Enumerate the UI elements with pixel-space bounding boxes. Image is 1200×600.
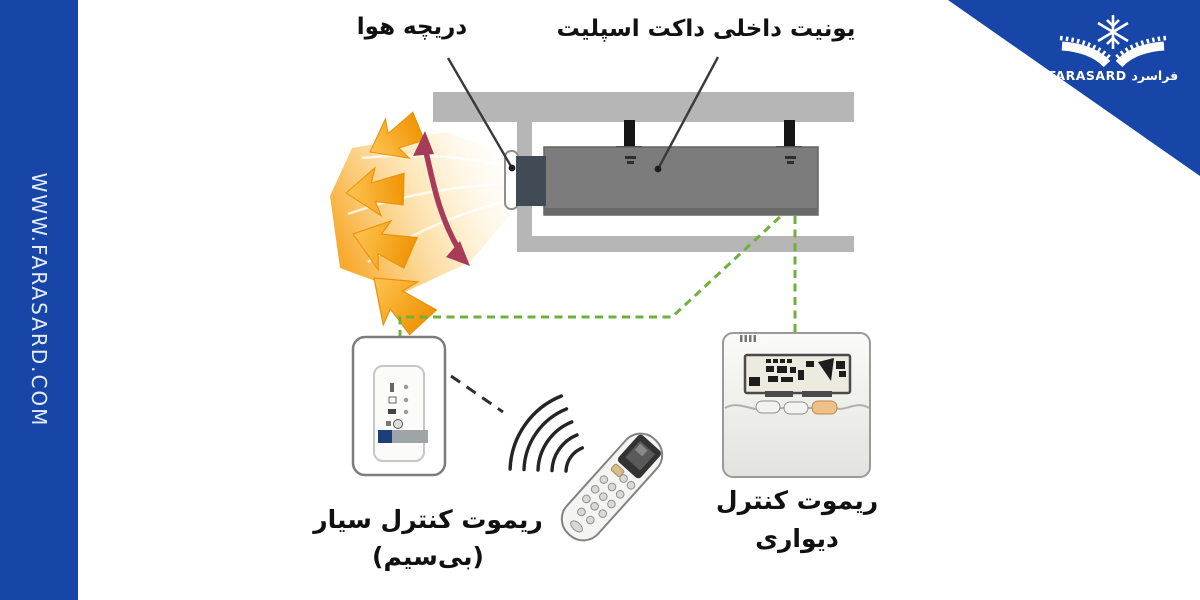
receiver-slider	[392, 430, 428, 443]
leader-lines	[446, 56, 720, 170]
corner-triangle	[948, 0, 1200, 176]
hanger-bolt-left	[624, 120, 635, 148]
wire-to-receiver	[398, 214, 783, 338]
receiver-eye	[393, 419, 403, 429]
wall-remote-label: ریموت کنترل دیواری	[707, 482, 887, 558]
wall-remote-label-line1: ریموت کنترل	[715, 486, 879, 515]
wireless-waves-icon	[508, 394, 584, 473]
swing-arrow-icon	[413, 131, 470, 266]
air-vent-leader	[446, 57, 514, 169]
airflow-illustration	[330, 104, 518, 346]
wall-remote-power-button	[811, 400, 838, 415]
wireless-remote-label: ریموت کنترل سیار (بی‌سیم)	[308, 501, 548, 575]
lcd-caption	[802, 391, 832, 397]
unit-body	[543, 146, 819, 216]
logo-wings-icon	[1059, 35, 1167, 68]
bolt-nut	[787, 161, 794, 164]
wall-remote-label-line2: دیواری	[755, 524, 839, 553]
bolt-nut	[785, 156, 796, 159]
indoor-unit	[504, 120, 819, 216]
control-wiring	[398, 214, 797, 338]
remote-mode-button	[610, 463, 625, 478]
leader-dot	[654, 165, 662, 173]
receiver-indicator	[388, 409, 396, 414]
remote-display-inner	[625, 440, 655, 471]
unit-leader	[656, 56, 720, 170]
receiver-panel	[373, 365, 425, 462]
wireless-receiver	[351, 335, 447, 477]
leader-dot	[508, 164, 516, 172]
unit-bottom-edge	[545, 208, 817, 214]
lcd-glyphs	[749, 358, 846, 386]
wall-remote-lcd	[743, 353, 852, 395]
brand-corner: FARASARD فراسرد	[948, 0, 1200, 176]
bolt-nut	[627, 161, 634, 164]
air-vent-label: دریچه هوا	[356, 14, 468, 40]
receiver-indicator	[388, 396, 397, 404]
receiver-sensor	[386, 421, 391, 426]
wireless-remote-label-line2: (بی‌سیم)	[372, 542, 484, 571]
wall-remote	[722, 332, 871, 478]
remote-display-glare	[634, 443, 648, 457]
sidebar: WWW.FARASARD.COM	[0, 0, 78, 600]
ceiling-slab	[433, 92, 854, 122]
wall-remote-button	[755, 400, 781, 414]
remote-buttons	[570, 474, 636, 533]
receiver-led	[403, 384, 409, 390]
hanger-bolt-right	[784, 120, 795, 148]
ceiling-structure	[433, 92, 854, 252]
lcd-caption	[765, 391, 793, 397]
wall-remote-vents	[740, 335, 756, 342]
handheld-remote	[560, 432, 664, 542]
wall-remote-button	[783, 401, 809, 415]
air-outlet	[516, 156, 546, 206]
receiver-indicator	[390, 383, 394, 392]
bolt-nut	[625, 156, 636, 159]
suspended-ceiling	[517, 236, 854, 252]
receiver-switch	[378, 430, 392, 443]
receiver-led	[403, 409, 409, 415]
receiver-led	[403, 397, 409, 403]
wireless-remote-label-line1: ریموت کنترل سیار	[313, 505, 543, 534]
brand-text: FARASARD فراسرد	[1048, 68, 1178, 83]
indoor-unit-label: یونیت داخلی داکت اسپلیت	[556, 16, 856, 42]
snowflake-icon	[1097, 15, 1129, 49]
signal-dashed-line	[450, 374, 504, 414]
